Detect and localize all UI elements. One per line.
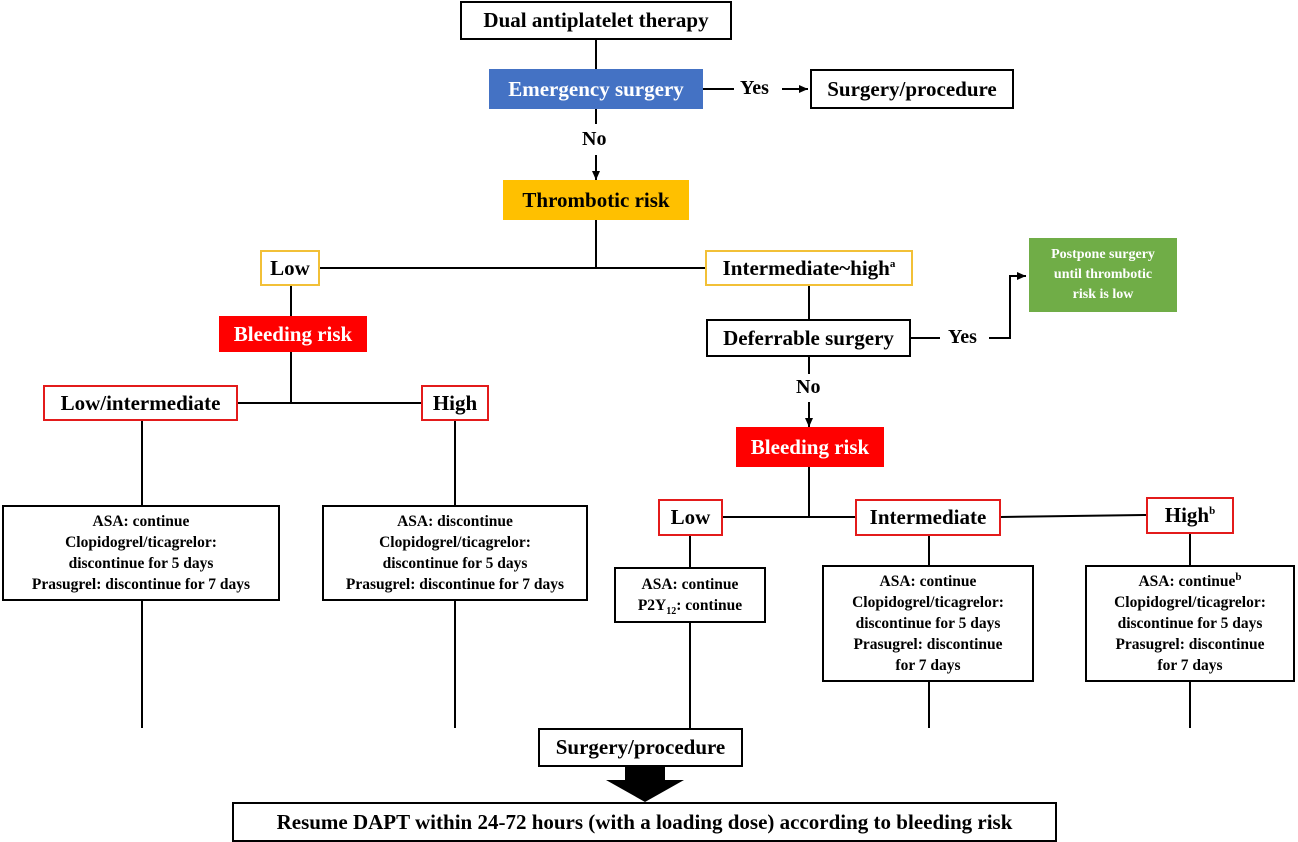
surgery-procedure-top-node: Surgery/procedure	[810, 69, 1014, 109]
bleeding-risk-right-node: Bleeding risk	[736, 427, 884, 467]
instruction-line: Prasugrel: discontinue for 7 days	[345, 576, 565, 593]
dapt-node: Dual antiplatelet therapy	[460, 1, 732, 40]
low-intermediate-node: Low/intermediate	[43, 385, 238, 421]
instruction-line: discontinue for 5 days	[855, 615, 1001, 632]
instruction-line: for 7 days	[895, 657, 961, 674]
bleeding-risk-left-node: Bleeding risk	[219, 316, 367, 352]
footnote-a-marker: a	[889, 257, 896, 270]
intermediate-high-node: Intermediate~higha	[705, 250, 913, 286]
instruction-line: Prasugrel: discontinue	[1115, 636, 1265, 653]
asa-continue-text: ASA: continue	[1138, 573, 1236, 590]
low-bleeding-right-node: Low	[658, 499, 723, 536]
big-down-arrow	[606, 767, 684, 802]
high-left-node: High	[421, 385, 489, 421]
yes-label-right: Yes	[948, 326, 977, 348]
instruction-line: ASA: continue	[92, 513, 190, 530]
instruction-line: Prasugrel: discontinue	[853, 636, 1003, 653]
yes-label-top: Yes	[740, 77, 769, 99]
deferrable-surgery-node: Deferrable surgery	[706, 319, 911, 357]
thrombotic-risk-node: Thrombotic risk	[503, 180, 689, 220]
emergency-surgery-node: Emergency surgery	[489, 69, 703, 109]
instruction-line: Clopidogrel/ticagrelor:	[65, 534, 217, 551]
intermediate-high-label: Intermediate~high	[722, 255, 890, 280]
p2y-suffix: : continue	[676, 597, 743, 614]
intermediate-bleeding-right-node: Intermediate	[855, 499, 1001, 536]
instruction-line: discontinue for 5 days	[382, 555, 528, 572]
postpone-surgery-node: Postpone surgery until thrombotic risk i…	[1029, 238, 1177, 312]
right-intermediate-instructions: ASA: continue Clopidogrel/ticagrelor: di…	[822, 565, 1034, 682]
resume-dapt-node: Resume DAPT within 24-72 hours (with a l…	[232, 802, 1057, 842]
postpone-line-1: Postpone surgery	[1051, 247, 1155, 262]
high-right-label: High	[1164, 503, 1210, 527]
instruction-line: discontinue for 5 days	[68, 555, 214, 572]
instruction-line: Clopidogrel/ticagrelor:	[379, 534, 531, 551]
p2y-prefix: P2Y	[637, 597, 667, 614]
instruction-line: Clopidogrel/ticagrelor:	[852, 594, 1004, 611]
postpone-line-2: until thrombotic	[1053, 267, 1153, 282]
instruction-line: ASA: continueb	[1138, 571, 1241, 592]
low-thrombotic-node: Low	[260, 250, 320, 286]
surgery-procedure-bottom-node: Surgery/procedure	[538, 728, 743, 767]
instruction-line: ASA: continue	[641, 576, 739, 593]
instruction-line: P2Y12: continue	[637, 595, 743, 618]
instruction-line: Clopidogrel/ticagrelor:	[1114, 594, 1266, 611]
p2y-subscript: 12	[666, 606, 677, 618]
instruction-line: for 7 days	[1157, 657, 1223, 674]
instruction-line: ASA: discontinue	[397, 513, 513, 530]
instruction-line: discontinue for 5 days	[1117, 615, 1263, 632]
no-label-top: No	[582, 128, 607, 150]
right-low-instructions: ASA: continue P2Y12: continue	[614, 567, 766, 623]
postpone-line-3: risk is low	[1072, 287, 1134, 302]
footnote-b-marker: b	[1235, 570, 1242, 583]
instruction-line: Prasugrel: discontinue for 7 days	[31, 576, 251, 593]
left-low-intermediate-instructions: ASA: continue Clopidogrel/ticagrelor: di…	[2, 505, 280, 601]
high-bleeding-right-node: Highb	[1146, 497, 1234, 534]
footnote-b-marker: b	[1209, 505, 1216, 517]
right-high-instructions: ASA: continueb Clopidogrel/ticagrelor: d…	[1085, 565, 1295, 682]
left-high-instructions: ASA: discontinue Clopidogrel/ticagrelor:…	[322, 505, 588, 601]
no-label-right: No	[796, 376, 821, 398]
instruction-line: ASA: continue	[879, 573, 977, 590]
